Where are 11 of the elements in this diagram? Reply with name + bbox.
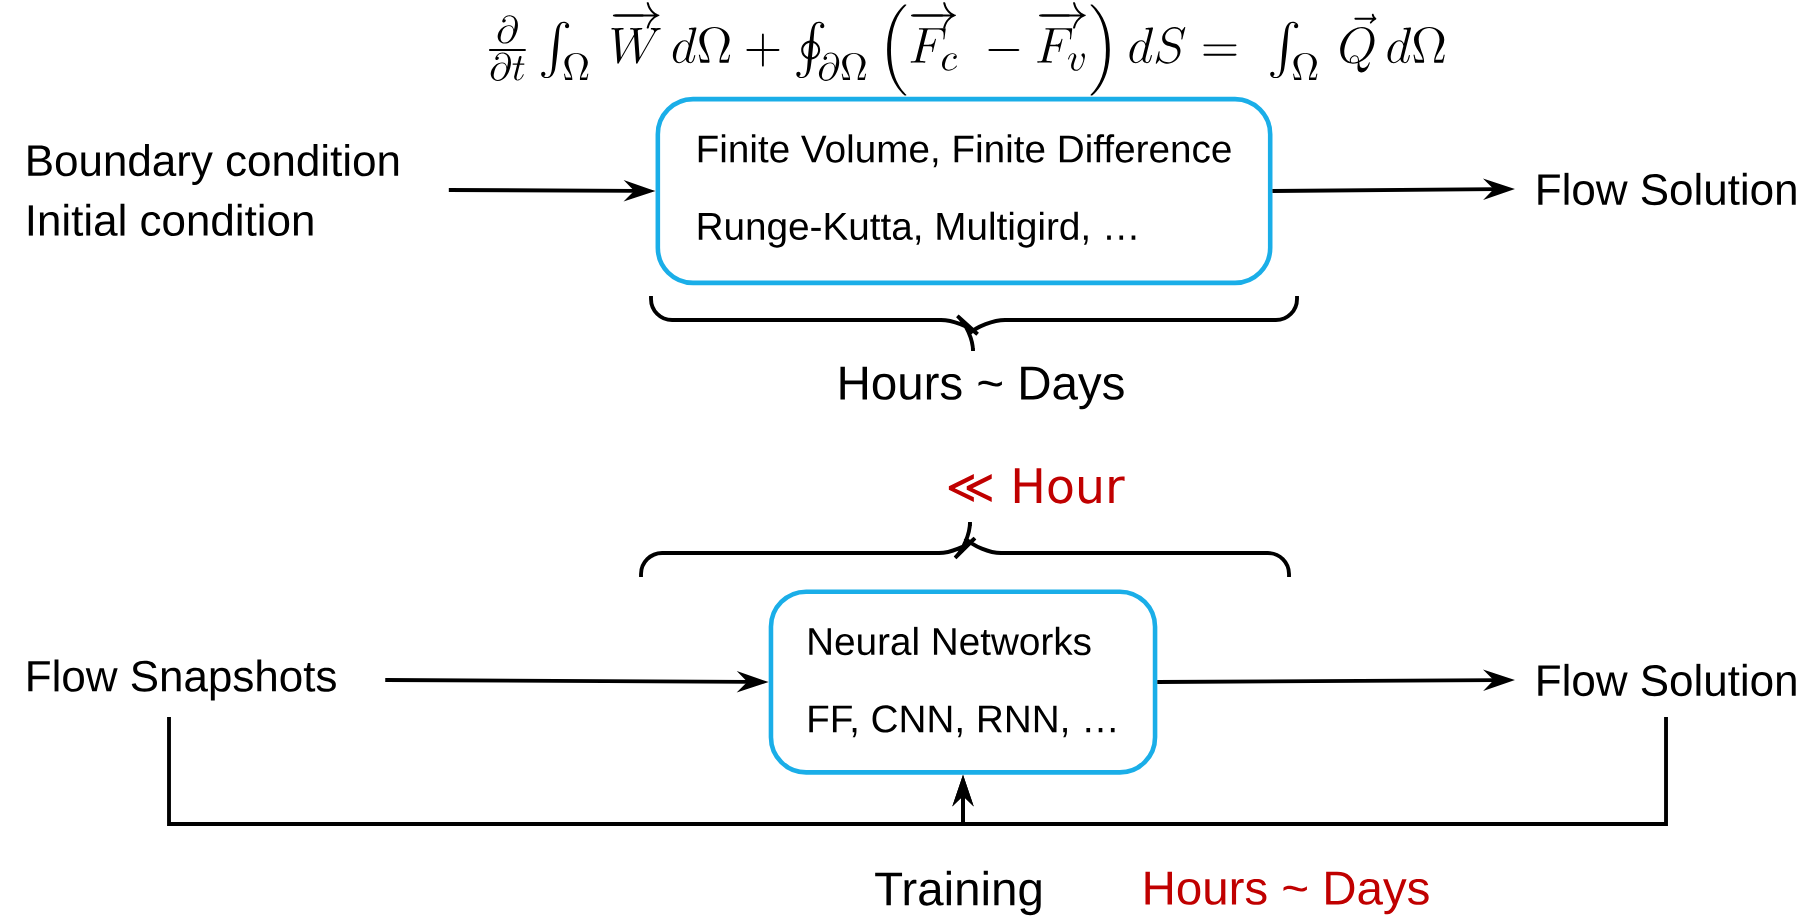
arrow	[952, 717, 1668, 826]
process-box: Finite Volume, Finite Difference Runge-Kutta, Multigird, …	[655, 96, 1273, 286]
process-box: Neural Networks FF, CNN, RNN, …	[768, 589, 1158, 775]
text-label: Training	[875, 870, 1041, 916]
text-label: Hours ~ Days	[840, 366, 1124, 410]
text-label: Hours ~ Days	[1145, 871, 1429, 915]
text-label: Flow Solution	[1538, 172, 1796, 206]
text-label: ≪ Hour	[948, 468, 1125, 504]
text-label: Flow Solution	[1538, 663, 1796, 697]
text-label: Flow Snapshots	[28, 659, 336, 701]
text-label: Boundary condition Initial condition	[28, 143, 399, 237]
